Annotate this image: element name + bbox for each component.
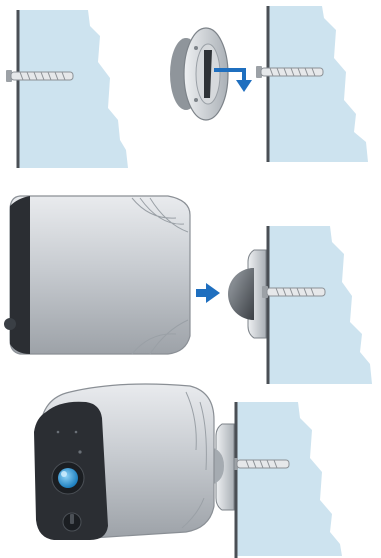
camera-lens-icon <box>58 468 78 488</box>
step-2-wall <box>268 6 368 162</box>
step-2-ball-mount-icon <box>170 28 228 120</box>
step-4-wall <box>236 402 342 558</box>
step-1-wall-anchor-icon <box>6 70 73 82</box>
step-3-wall <box>268 226 372 384</box>
step-3-ball-mount-icon <box>228 250 266 338</box>
step-1-wall <box>18 10 128 168</box>
step-3-wall-anchor-icon <box>262 286 325 298</box>
step-2-wall-anchor-icon <box>256 66 323 78</box>
step-3-arrow-right-icon <box>196 283 220 303</box>
step-3-camera-icon <box>4 196 190 354</box>
step-4-wall-anchor-icon <box>232 458 289 470</box>
step-4-camera-icon <box>34 384 214 540</box>
